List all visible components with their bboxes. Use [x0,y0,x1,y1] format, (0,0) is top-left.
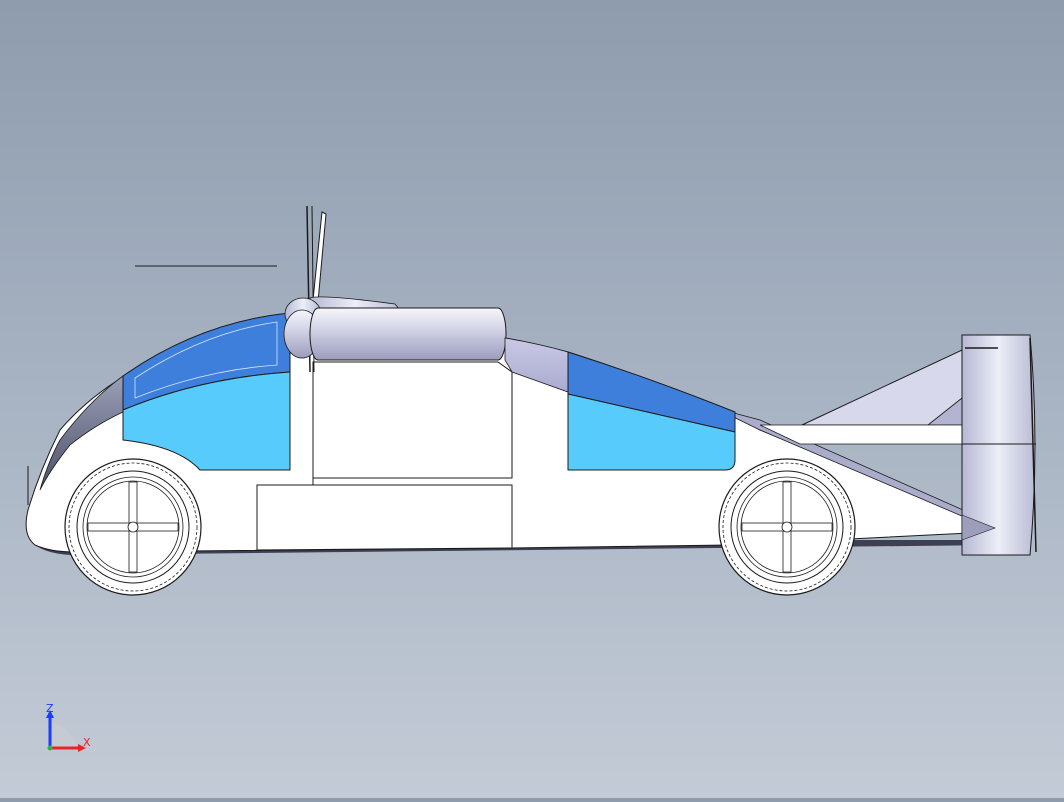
windshield-inner-line [134,321,278,399]
tail-fin[interactable] [801,349,963,426]
coordinate-triad: Z X [46,702,91,752]
rotor-blade [312,211,327,303]
origin-dot-icon [47,745,53,751]
door-panel-rear[interactable] [312,361,513,479]
rear-window-upper [567,351,736,433]
z-axis-label: Z [46,702,54,715]
fan-tail-shade [961,514,996,541]
door-sill [256,484,513,551]
roof-pod [309,307,507,361]
z-arrowhead-icon [46,710,54,718]
front-wheel[interactable] [64,458,202,596]
rear-wheel[interactable] [718,458,856,596]
ducted-fan[interactable] [961,334,1036,556]
rear-window-lower [567,393,736,471]
rear-roof-panel [504,337,569,393]
fan-rim [1029,337,1037,553]
x-axis-label: X [83,736,91,749]
triad-plane-icon [50,722,78,748]
hood-shade [39,375,124,491]
x-arrowhead-icon [78,744,86,752]
